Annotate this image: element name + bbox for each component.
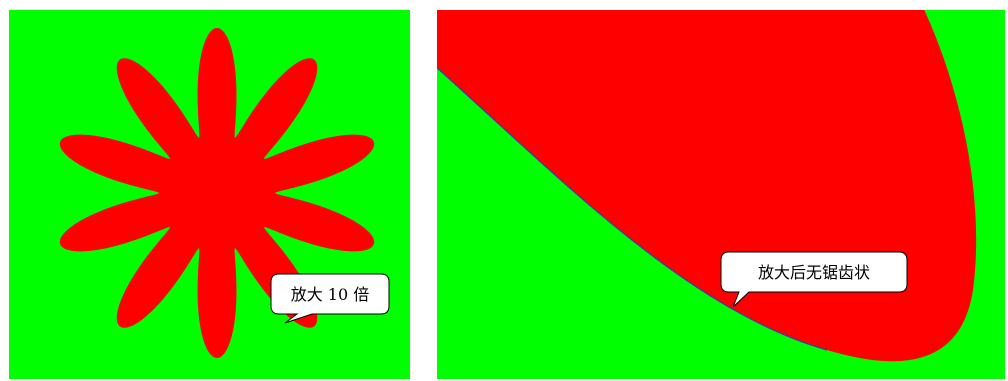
callout-label: 放大后无锯齿状 <box>758 263 870 282</box>
magnified-shape-svg: 放大后无锯齿状 <box>437 10 1005 379</box>
original-shape-svg: 放大 10 倍 <box>9 10 410 379</box>
magnified-shape-panel: 放大后无锯齿状 <box>437 10 1005 379</box>
callout-label: 放大 10 倍 <box>291 285 370 304</box>
original-shape-panel: 放大 10 倍 <box>9 10 410 379</box>
